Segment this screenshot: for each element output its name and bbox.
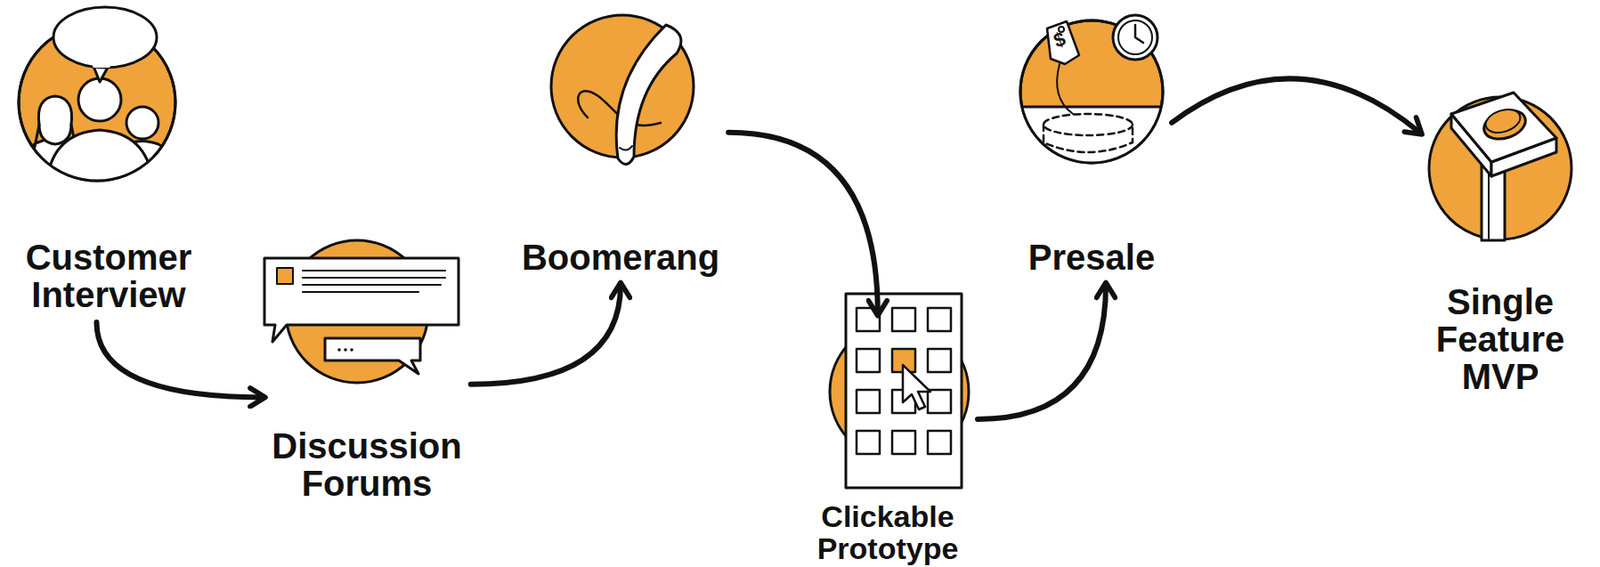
step-node: Clickable Prototype [817,322,969,565]
flow-arrow [471,284,621,385]
boomerang-icon [551,15,694,165]
step-label-text: Boomerang [521,238,720,277]
step-label: Single Feature MVP [1436,283,1565,396]
step-label: Customer Interview [25,238,193,314]
step-label-text: Discussion Forums [271,427,462,503]
step-icon-area [1020,20,1163,163]
step-icon-area [551,15,694,158]
step-node: Single Feature MVP [1429,97,1572,396]
flow-arrow [977,284,1106,420]
step-label-text: Single Feature MVP [1436,283,1565,396]
presale-icon [1015,15,1171,179]
step-icon-area [829,322,969,462]
flow-arrow [728,132,878,314]
flow-arrow [96,322,263,398]
step-label-text: Customer Interview [25,238,193,314]
mvp-icon [1429,92,1572,241]
step-label-text: Presale [1028,238,1155,277]
step-icon-area [18,24,176,181]
interview-icon [17,7,179,187]
price-symbol: $ [1051,29,1069,52]
step-label: Boomerang [521,238,720,277]
prototype-icon [829,293,969,488]
step-node: Customer Interview [18,24,192,314]
step-icon-area [1429,97,1572,240]
flow-arrow [1171,78,1421,133]
step-label: Clickable Prototype [817,501,959,565]
step-label: Presale [1028,238,1155,277]
step-node: Boomerang [521,15,720,277]
step-node: Presale [1020,20,1163,277]
step-label: Discussion Forums [271,427,462,503]
step-label-text: Clickable Prototype [817,501,959,565]
step-node: Discussion Forums [271,240,462,503]
forum-icon [264,240,459,383]
step-icon-area [285,240,429,383]
